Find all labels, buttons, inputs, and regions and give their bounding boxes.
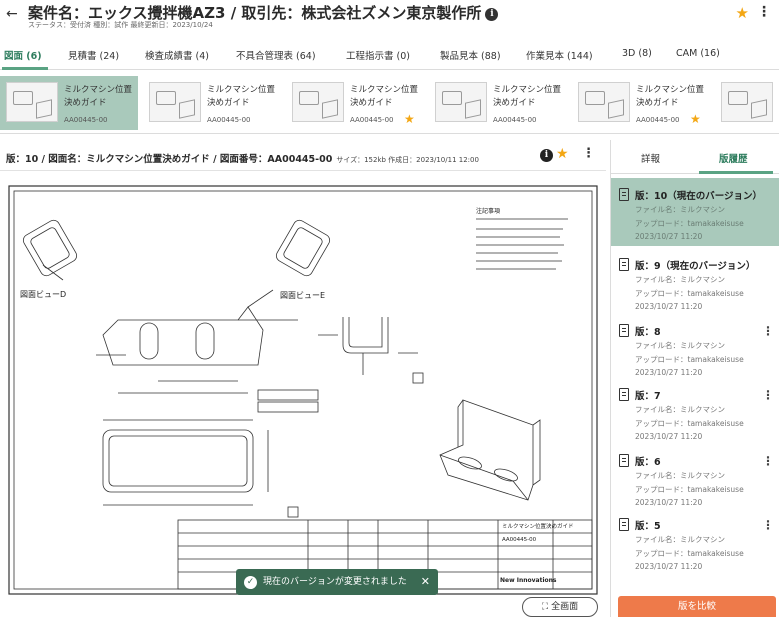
tab-cam[interactable]: CAM (16) — [676, 48, 720, 59]
notification-toast: ✓現在のバージョンが変更されました ✕ — [236, 569, 438, 595]
fullscreen-button[interactable]: ⛶ 全画面 — [522, 597, 598, 617]
thumbnail-image — [721, 82, 773, 122]
tab-drawings[interactable]: 図面 (6) — [4, 51, 42, 62]
favorite-star-icon[interactable]: ★ — [735, 4, 749, 22]
more-menu-icon[interactable]: ⋮ — [762, 388, 774, 402]
thumbnail-image — [435, 82, 487, 122]
right-side-panel: 詳報 版履歴 版：10（現在のバージョン） ファイル名：ミルクマシン アップロー… — [610, 140, 779, 617]
fullscreen-icon: ⛶ — [541, 602, 549, 612]
more-menu-icon[interactable]: ⋮ — [582, 146, 595, 161]
tab-quotes[interactable]: 見積書 (24) — [68, 51, 120, 62]
tab-work-samples[interactable]: 作業見本 (144) — [526, 51, 593, 62]
thumbnail-image — [6, 82, 58, 122]
page-subtitle: ステータス：受付済 種別：試作 最終更新日：2023/10/24 — [28, 21, 213, 29]
document-icon — [619, 188, 629, 201]
document-icon — [619, 454, 629, 467]
version-item[interactable]: 版：10（現在のバージョン） ファイル名：ミルクマシン アップロード：tamak… — [611, 178, 779, 246]
drawing-thumbnail[interactable]: ミルクマシン位置決めガイド AA00445-00 — [0, 76, 138, 130]
tab-product-samples[interactable]: 製品見本 (88) — [440, 51, 501, 62]
thumbnail-image — [292, 82, 344, 122]
more-menu-icon[interactable]: ⋮ — [762, 324, 774, 338]
drawing-info-line: 版：10 / 図面名：ミルクマシン位置決めガイド / 図面番号：AA00445-… — [6, 154, 479, 165]
tab-inspection-reports[interactable]: 検査成績書 (4) — [145, 51, 209, 62]
info-icon[interactable]: i — [540, 149, 553, 162]
info-icon[interactable]: i — [485, 8, 499, 21]
panel-tabs: 詳報 版履歴 — [611, 140, 779, 174]
version-item[interactable]: 版：5 ⋮ ファイル名：ミルクマシン アップロード：tamakakeisuse … — [611, 508, 779, 576]
thumbnail-image — [578, 82, 630, 122]
drawing-viewer[interactable]: 図面ビューD 図面ビューE 注記事項 ミルクマシン位置決めガイド AA00445… — [0, 170, 606, 617]
notes-heading: 注記事項 — [476, 207, 500, 215]
compare-versions-button[interactable]: 版を比較 — [618, 596, 776, 617]
drawing-thumbnail-strip: ミルクマシン位置決めガイド AA00445-00 ミルクマシン位置決めガイド A… — [0, 72, 779, 134]
version-item[interactable]: 版：7 ⋮ ファイル名：ミルクマシン アップロード：tamakakeisuse … — [611, 378, 779, 446]
version-item[interactable]: 版：6 ⋮ ファイル名：ミルクマシン アップロード：tamakakeisuse … — [611, 444, 779, 512]
tab-details[interactable]: 詳報 — [641, 154, 661, 165]
thumbnail-image — [149, 82, 201, 122]
title-block-code: AA00445-00 — [502, 537, 537, 543]
check-circle-icon: ✓ — [244, 576, 257, 589]
version-item[interactable]: 版：8 ⋮ ファイル名：ミルクマシン アップロード：tamakakeisuse … — [611, 314, 779, 382]
view-label-d: 図面ビューD — [20, 290, 66, 299]
drawing-thumbnail[interactable]: ミルクマシン位置決めガイド AA00445-00 — [143, 76, 281, 130]
version-item[interactable]: 版：9（現在のバージョン） ファイル名：ミルクマシン アップロード：tamaka… — [611, 248, 779, 316]
more-menu-icon[interactable]: ⋮ — [762, 518, 774, 532]
drawing-thumbnail[interactable]: ミルクマシン位置決めガイド AA00445-00 — [429, 76, 567, 130]
star-icon[interactable]: ★ — [404, 112, 415, 126]
document-tabs: 図面 (6) 見積書 (24) 検査成績書 (4) 不具合管理表 (64) 工程… — [0, 38, 779, 70]
view-label-e: 図面ビューE — [280, 291, 325, 300]
star-icon[interactable]: ★ — [690, 112, 701, 126]
more-menu-icon[interactable]: ⋮ — [762, 454, 774, 468]
active-tab-indicator — [699, 171, 773, 174]
active-tab-indicator — [2, 67, 48, 70]
tab-defect-management[interactable]: 不具合管理表 (64) — [236, 51, 316, 62]
company-name: New Innovations — [500, 577, 557, 584]
drawing-thumbnail[interactable]: ミルクマシン位置決めガイド AA00445-00 ★ — [572, 76, 710, 130]
favorite-star-icon[interactable]: ★ — [556, 146, 569, 162]
document-icon — [619, 518, 629, 531]
close-icon[interactable]: ✕ — [420, 575, 430, 588]
document-icon — [619, 324, 629, 337]
arrow-left-icon[interactable]: ← — [6, 6, 18, 22]
document-icon — [619, 258, 629, 271]
tab-version-history[interactable]: 版履歴 — [719, 154, 748, 165]
tab-process-instructions[interactable]: 工程指示書 (0) — [346, 51, 410, 62]
tab-3d[interactable]: 3D (8) — [622, 48, 652, 59]
drawing-thumbnail[interactable]: ミルクマシン位置決めガイド AA00445-00 ★ — [286, 76, 424, 130]
document-icon — [619, 388, 629, 401]
title-block-name: ミルクマシン位置決めガイド — [502, 522, 574, 530]
more-menu-icon[interactable]: ⋮ — [757, 4, 771, 20]
drawing-sheet: 図面ビューD 図面ビューE 注記事項 ミルクマシン位置決めガイド AA00445… — [8, 185, 598, 595]
drawing-thumbnail-partial[interactable] — [715, 76, 779, 130]
